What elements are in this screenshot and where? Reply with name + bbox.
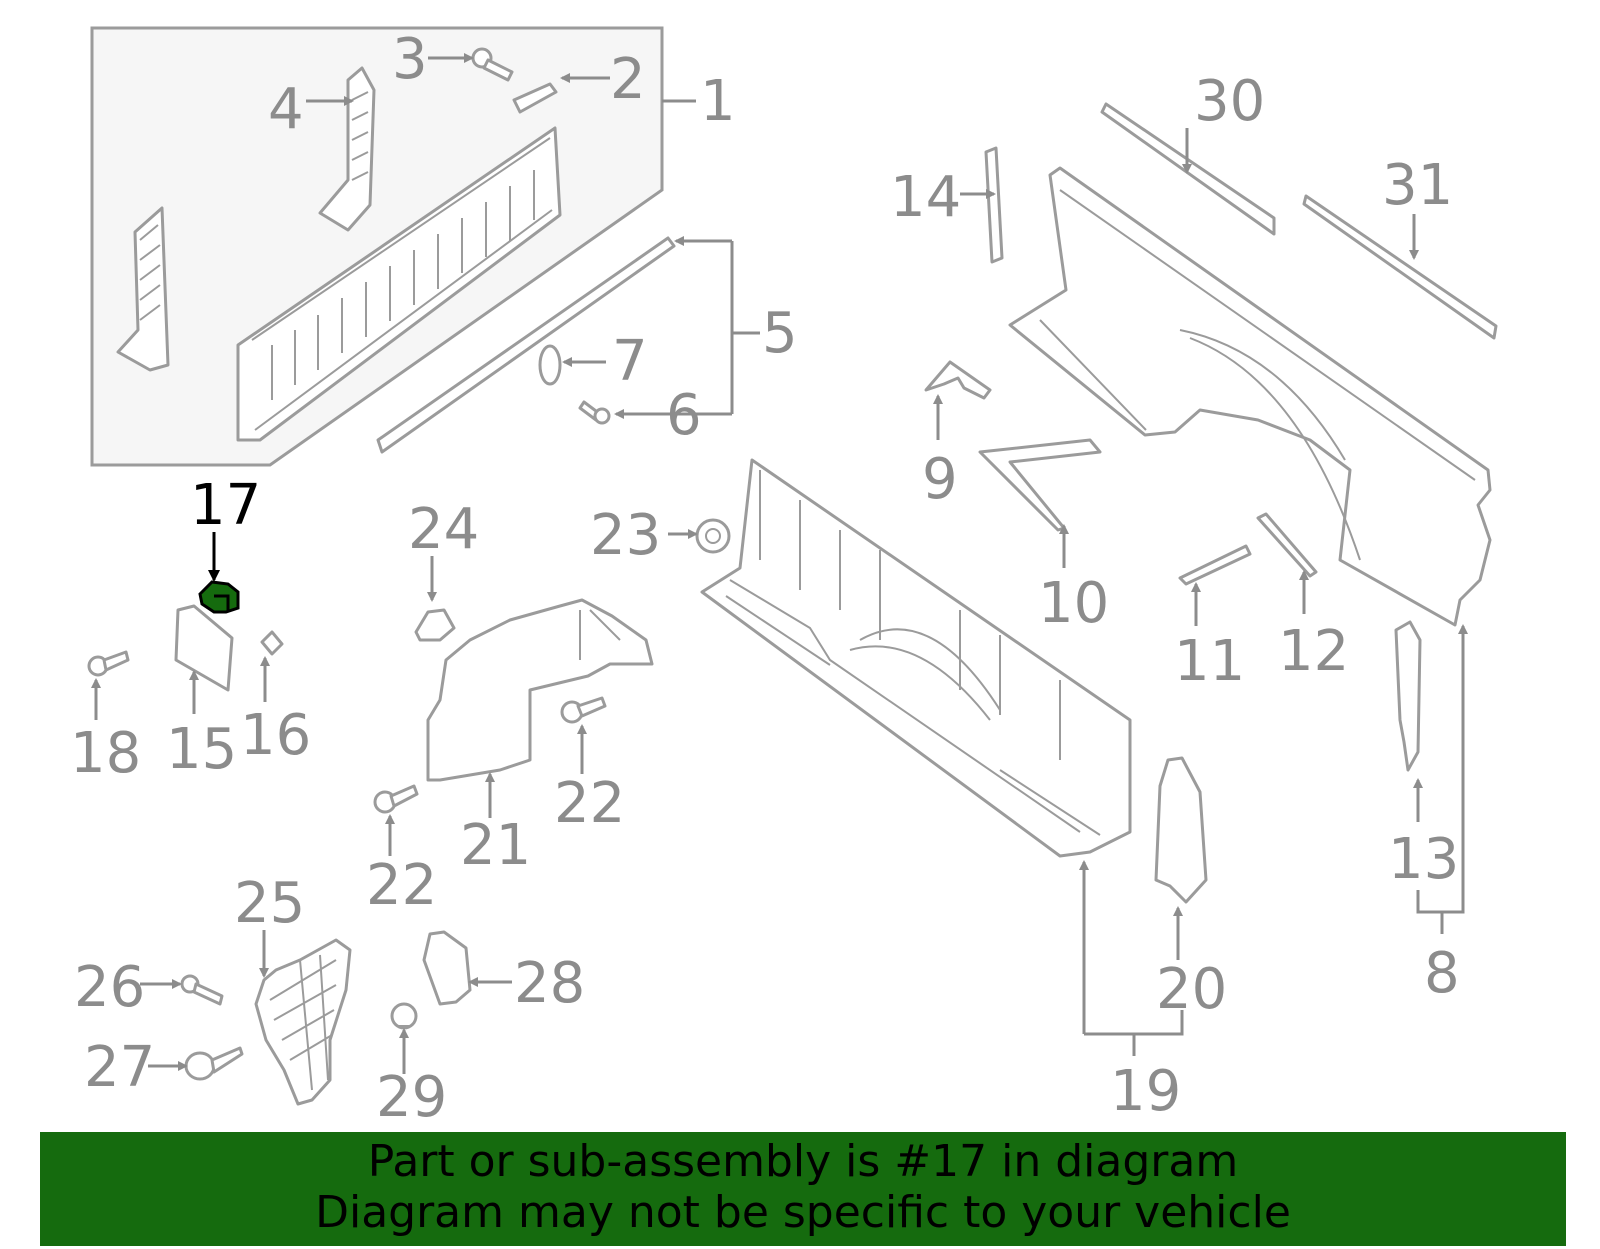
bracket-9	[924, 360, 992, 400]
callout-14: 14	[890, 165, 961, 230]
leader-lines	[91, 53, 1468, 1074]
callout-28: 28	[514, 951, 585, 1016]
bracket-13	[1394, 620, 1422, 772]
screw-6	[578, 400, 611, 425]
clip-29	[390, 1002, 418, 1030]
callout-15: 15	[166, 717, 237, 782]
banner-line-1: Part or sub-assembly is #17 in diagram	[367, 1136, 1239, 1187]
callout-17: 17	[190, 473, 261, 538]
callout-29: 29	[376, 1065, 447, 1130]
bolt-18	[87, 650, 130, 677]
bracket-14	[984, 146, 1004, 264]
callout-21: 21	[460, 813, 531, 878]
callout-22-upper: 22	[554, 771, 625, 836]
shield-21	[426, 598, 654, 782]
callout-6: 6	[666, 383, 702, 448]
pin-27	[184, 1046, 244, 1081]
corner-trim-right	[318, 66, 376, 232]
plug-16	[260, 630, 284, 656]
clip-2	[512, 82, 558, 114]
bracket-12	[1256, 512, 1318, 578]
front-panel-assembly	[90, 26, 664, 467]
callout-10: 10	[1038, 571, 1109, 636]
callout-9: 9	[922, 447, 958, 512]
pad-15	[174, 604, 234, 692]
bed-floor	[700, 458, 1132, 858]
bolt-22-upper	[560, 696, 607, 724]
callout-19: 19	[1110, 1059, 1181, 1124]
callout-11: 11	[1174, 629, 1245, 694]
bed-side-panel	[1008, 166, 1492, 627]
callout-23: 23	[590, 503, 661, 568]
clip-24	[414, 608, 456, 642]
bracket-28	[422, 930, 472, 1006]
callout-20: 20	[1156, 957, 1227, 1022]
callout-2: 2	[610, 47, 646, 112]
stiffener-20	[1154, 756, 1208, 904]
info-banner: Part or sub-assembly is #17 in diagram D…	[40, 1132, 1566, 1246]
callout-8: 8	[1424, 941, 1460, 1006]
callout-31: 31	[1382, 153, 1453, 218]
callout-26: 26	[74, 955, 145, 1020]
bolt-22-lower	[373, 784, 419, 814]
bracket-25	[254, 938, 352, 1106]
part-17-highlighted	[198, 580, 240, 614]
plug-7	[538, 344, 562, 386]
corner-trim-left	[116, 206, 170, 372]
strip-31	[1302, 194, 1498, 340]
callout-5: 5	[762, 301, 798, 366]
callout-27: 27	[84, 1035, 155, 1100]
callout-25: 25	[234, 871, 305, 936]
grommet-23	[695, 518, 731, 554]
callout-24: 24	[408, 497, 479, 562]
front-panel	[236, 126, 562, 442]
rail-5	[376, 236, 676, 454]
callout-22-lower: 22	[366, 853, 437, 918]
callout-18: 18	[70, 721, 141, 786]
callout-30: 30	[1194, 69, 1265, 134]
bracket-11	[1178, 544, 1252, 586]
callout-12: 12	[1278, 619, 1349, 684]
callout-labels: 1 2 3 4 5 6 7 8 9 10 11 12 13 14 15 16 1…	[70, 27, 1460, 1130]
bolt-26	[180, 974, 224, 1006]
callout-3: 3	[392, 27, 428, 92]
brace-10	[978, 438, 1102, 532]
callout-4: 4	[268, 77, 304, 142]
callout-13: 13	[1388, 827, 1459, 892]
callout-16: 16	[240, 703, 311, 768]
callout-7: 7	[612, 329, 648, 394]
callout-1: 1	[700, 69, 736, 134]
banner-line-2: Diagram may not be specific to your vehi…	[315, 1187, 1291, 1238]
bolt-3	[471, 47, 514, 82]
